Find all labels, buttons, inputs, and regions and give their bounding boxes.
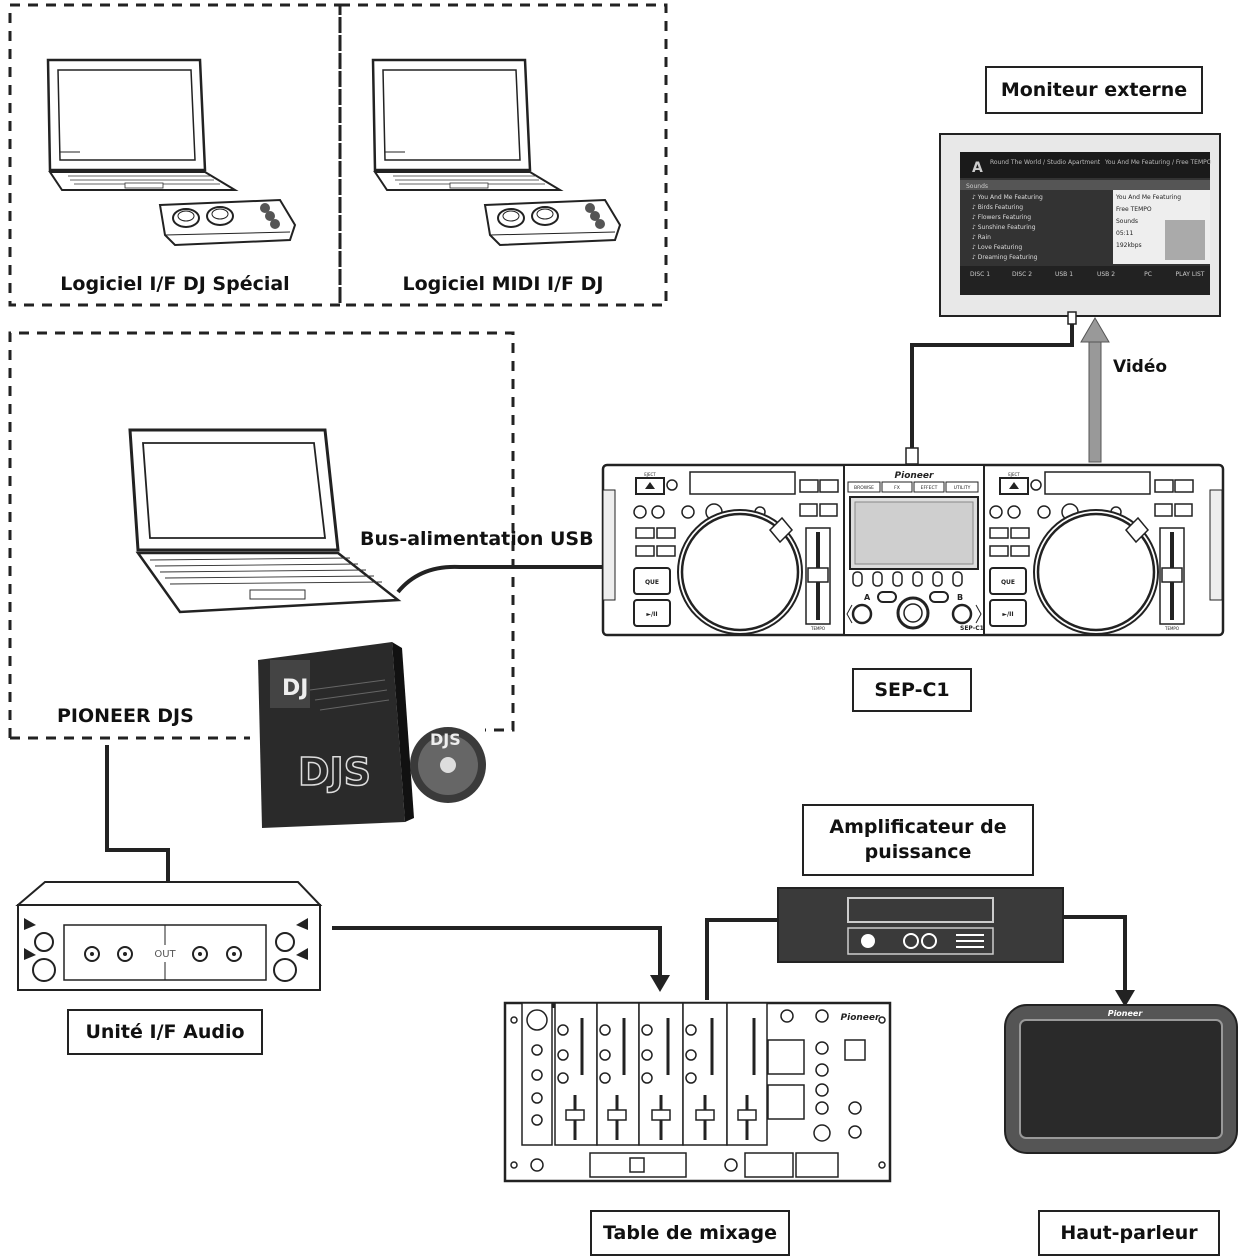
svg-text:You And Me Featuring / Free TE: You And Me Featuring / Free TEMPO (1104, 159, 1212, 166)
audio-to-mixer-cable (332, 926, 662, 980)
monitor-info-item: You And Me Featuring (1115, 194, 1181, 201)
djs-to-audio-cable (105, 745, 170, 885)
svg-text:UTILITY: UTILITY (954, 485, 971, 491)
amp-to-speaker-cable (1062, 915, 1127, 995)
monitor-track-item: ♪ Love Featuring (972, 244, 1022, 251)
svg-text:EFFECT: EFFECT (921, 485, 938, 491)
laptop-icon (46, 58, 237, 192)
special-software-group-border (8, 3, 342, 307)
svg-text:Pioneer: Pioneer (841, 1013, 880, 1023)
monitor-tab: DISC 2 (1012, 271, 1032, 278)
sep-c1-controller-image: Pioneer BROWSE FX EFFECT UTILITY A B (601, 463, 1225, 637)
audio-interface-image: OUT (15, 881, 323, 991)
mixer-to-amp-cable (705, 918, 780, 1000)
monitor-info-item: Free TEMPO (1116, 206, 1152, 213)
svg-text:Pioneer: Pioneer (895, 471, 934, 481)
video-signal-arrow (1080, 317, 1110, 463)
svg-text:Sounds: Sounds (966, 183, 988, 190)
speaker-label: Haut-parleur (1038, 1210, 1220, 1256)
mixer-label: Table de mixage (590, 1210, 790, 1256)
monitor-info-item: 192kbps (1116, 242, 1142, 249)
monitor-track-item: ♪ Birds Featuring (972, 204, 1023, 211)
svg-text:QUE: QUE (645, 579, 659, 586)
monitor-tab: DISC 1 (970, 271, 990, 278)
svg-text:FX: FX (894, 485, 900, 491)
svg-text:QUE: QUE (1001, 579, 1015, 586)
svg-text:EJECT: EJECT (644, 472, 656, 477)
svg-text:A: A (972, 160, 983, 176)
monitor-tab: USB 2 (1097, 271, 1115, 278)
svg-text:OUT: OUT (154, 949, 176, 960)
svg-text:EJECT: EJECT (1008, 472, 1020, 477)
monitor-info-item: Sounds (1116, 218, 1138, 225)
video-label: Vidéo (1113, 357, 1167, 377)
svg-text:DJ: DJ (282, 676, 308, 701)
svg-text:TEMPO: TEMPO (1164, 626, 1179, 631)
audio-interface-label: Unité I/F Audio (67, 1009, 263, 1055)
monitor-tab: PC (1144, 271, 1152, 278)
midi-software-group-border (338, 3, 668, 307)
monitor-info-item: 05:11 (1116, 230, 1133, 237)
laptop-icon (128, 428, 402, 614)
svg-text:Pioneer: Pioneer (1108, 1009, 1144, 1018)
external-monitor-label: Moniteur externe (985, 66, 1203, 114)
svg-text:B: B (957, 593, 963, 602)
dj-mixer-image: Pioneer (503, 1001, 892, 1183)
djs-cd-image: DJS (410, 727, 486, 803)
monitor-track-item: ♪ Sunshine Featuring (972, 224, 1036, 231)
svg-text:►/II: ►/II (646, 611, 657, 618)
sep-c1-label: SEP-C1 (852, 668, 972, 712)
svg-text:A: A (864, 593, 871, 602)
special-software-label: Logiciel I/F DJ Spécial (60, 273, 289, 295)
monitor-tab: USB 1 (1055, 271, 1073, 278)
svg-text:DJS: DJS (298, 750, 371, 794)
svg-text:Round The World / Studio Apart: Round The World / Studio Apartment (990, 159, 1101, 166)
monitor-track-item: ♪ Flowers Featuring (972, 214, 1031, 221)
usb-bus-power-label: Bus-alimentation USB (360, 528, 594, 550)
djs-software-box-image: DJ DJS (258, 642, 414, 828)
power-amplifier-label: Amplificateur de puissance (802, 804, 1034, 876)
djs-label: PIONEER DJS (57, 705, 194, 727)
svg-text:TEMPO: TEMPO (810, 626, 825, 631)
monitor-track-item: ♪ Rain (972, 234, 991, 241)
monitor-track-item: ♪ You And Me Featuring (972, 194, 1043, 201)
svg-text:DJS: DJS (430, 730, 461, 749)
svg-text:►/II: ►/II (1002, 611, 1013, 618)
usb-cable (396, 564, 605, 594)
speaker-image: Pioneer (1004, 1004, 1238, 1154)
power-amplifier-image (777, 887, 1064, 963)
laptop-icon (371, 58, 562, 192)
dj-controller-icon (484, 199, 621, 246)
external-monitor-image: A Round The World / Studio Apartment You… (939, 133, 1221, 317)
monitor-track-item: ♪ Dreaming Featuring (972, 254, 1038, 261)
dj-controller-icon (159, 199, 296, 246)
monitor-tab: PLAY LIST (1176, 271, 1205, 278)
djs-group-border (8, 331, 515, 738)
svg-text:BROWSE: BROWSE (854, 485, 874, 491)
monitor-cable (910, 318, 1074, 462)
svg-text:SEP-C1: SEP-C1 (960, 625, 984, 632)
midi-software-label: Logiciel MIDI I/F DJ (403, 273, 604, 295)
